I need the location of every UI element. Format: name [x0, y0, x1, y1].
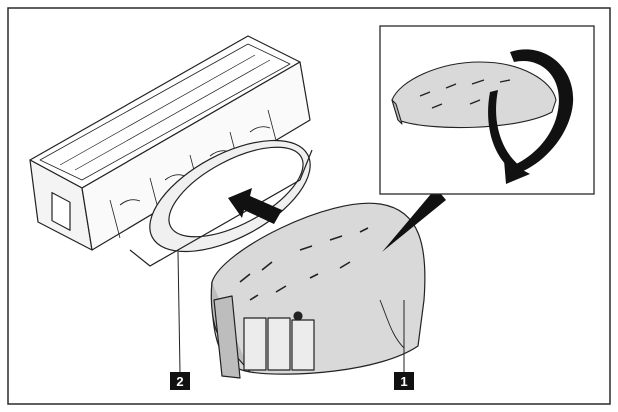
rotate-arrow-icon: [488, 49, 574, 184]
callout-1: 1: [394, 372, 414, 390]
callout-2-label: 2: [176, 374, 183, 389]
callout-1-label: 1: [400, 374, 407, 389]
callout-2-leader: [177, 251, 181, 373]
detail-inset: [379, 25, 595, 195]
callout-2-box: [170, 372, 190, 390]
callout-1-box: [394, 372, 414, 390]
heater-housing: [29, 35, 313, 267]
air-duct-part: [210, 202, 426, 379]
callout-2: 2: [170, 372, 190, 390]
install-arrow-icon: [228, 188, 282, 224]
inset-duct: [391, 61, 557, 129]
inset-leader: [382, 188, 446, 252]
